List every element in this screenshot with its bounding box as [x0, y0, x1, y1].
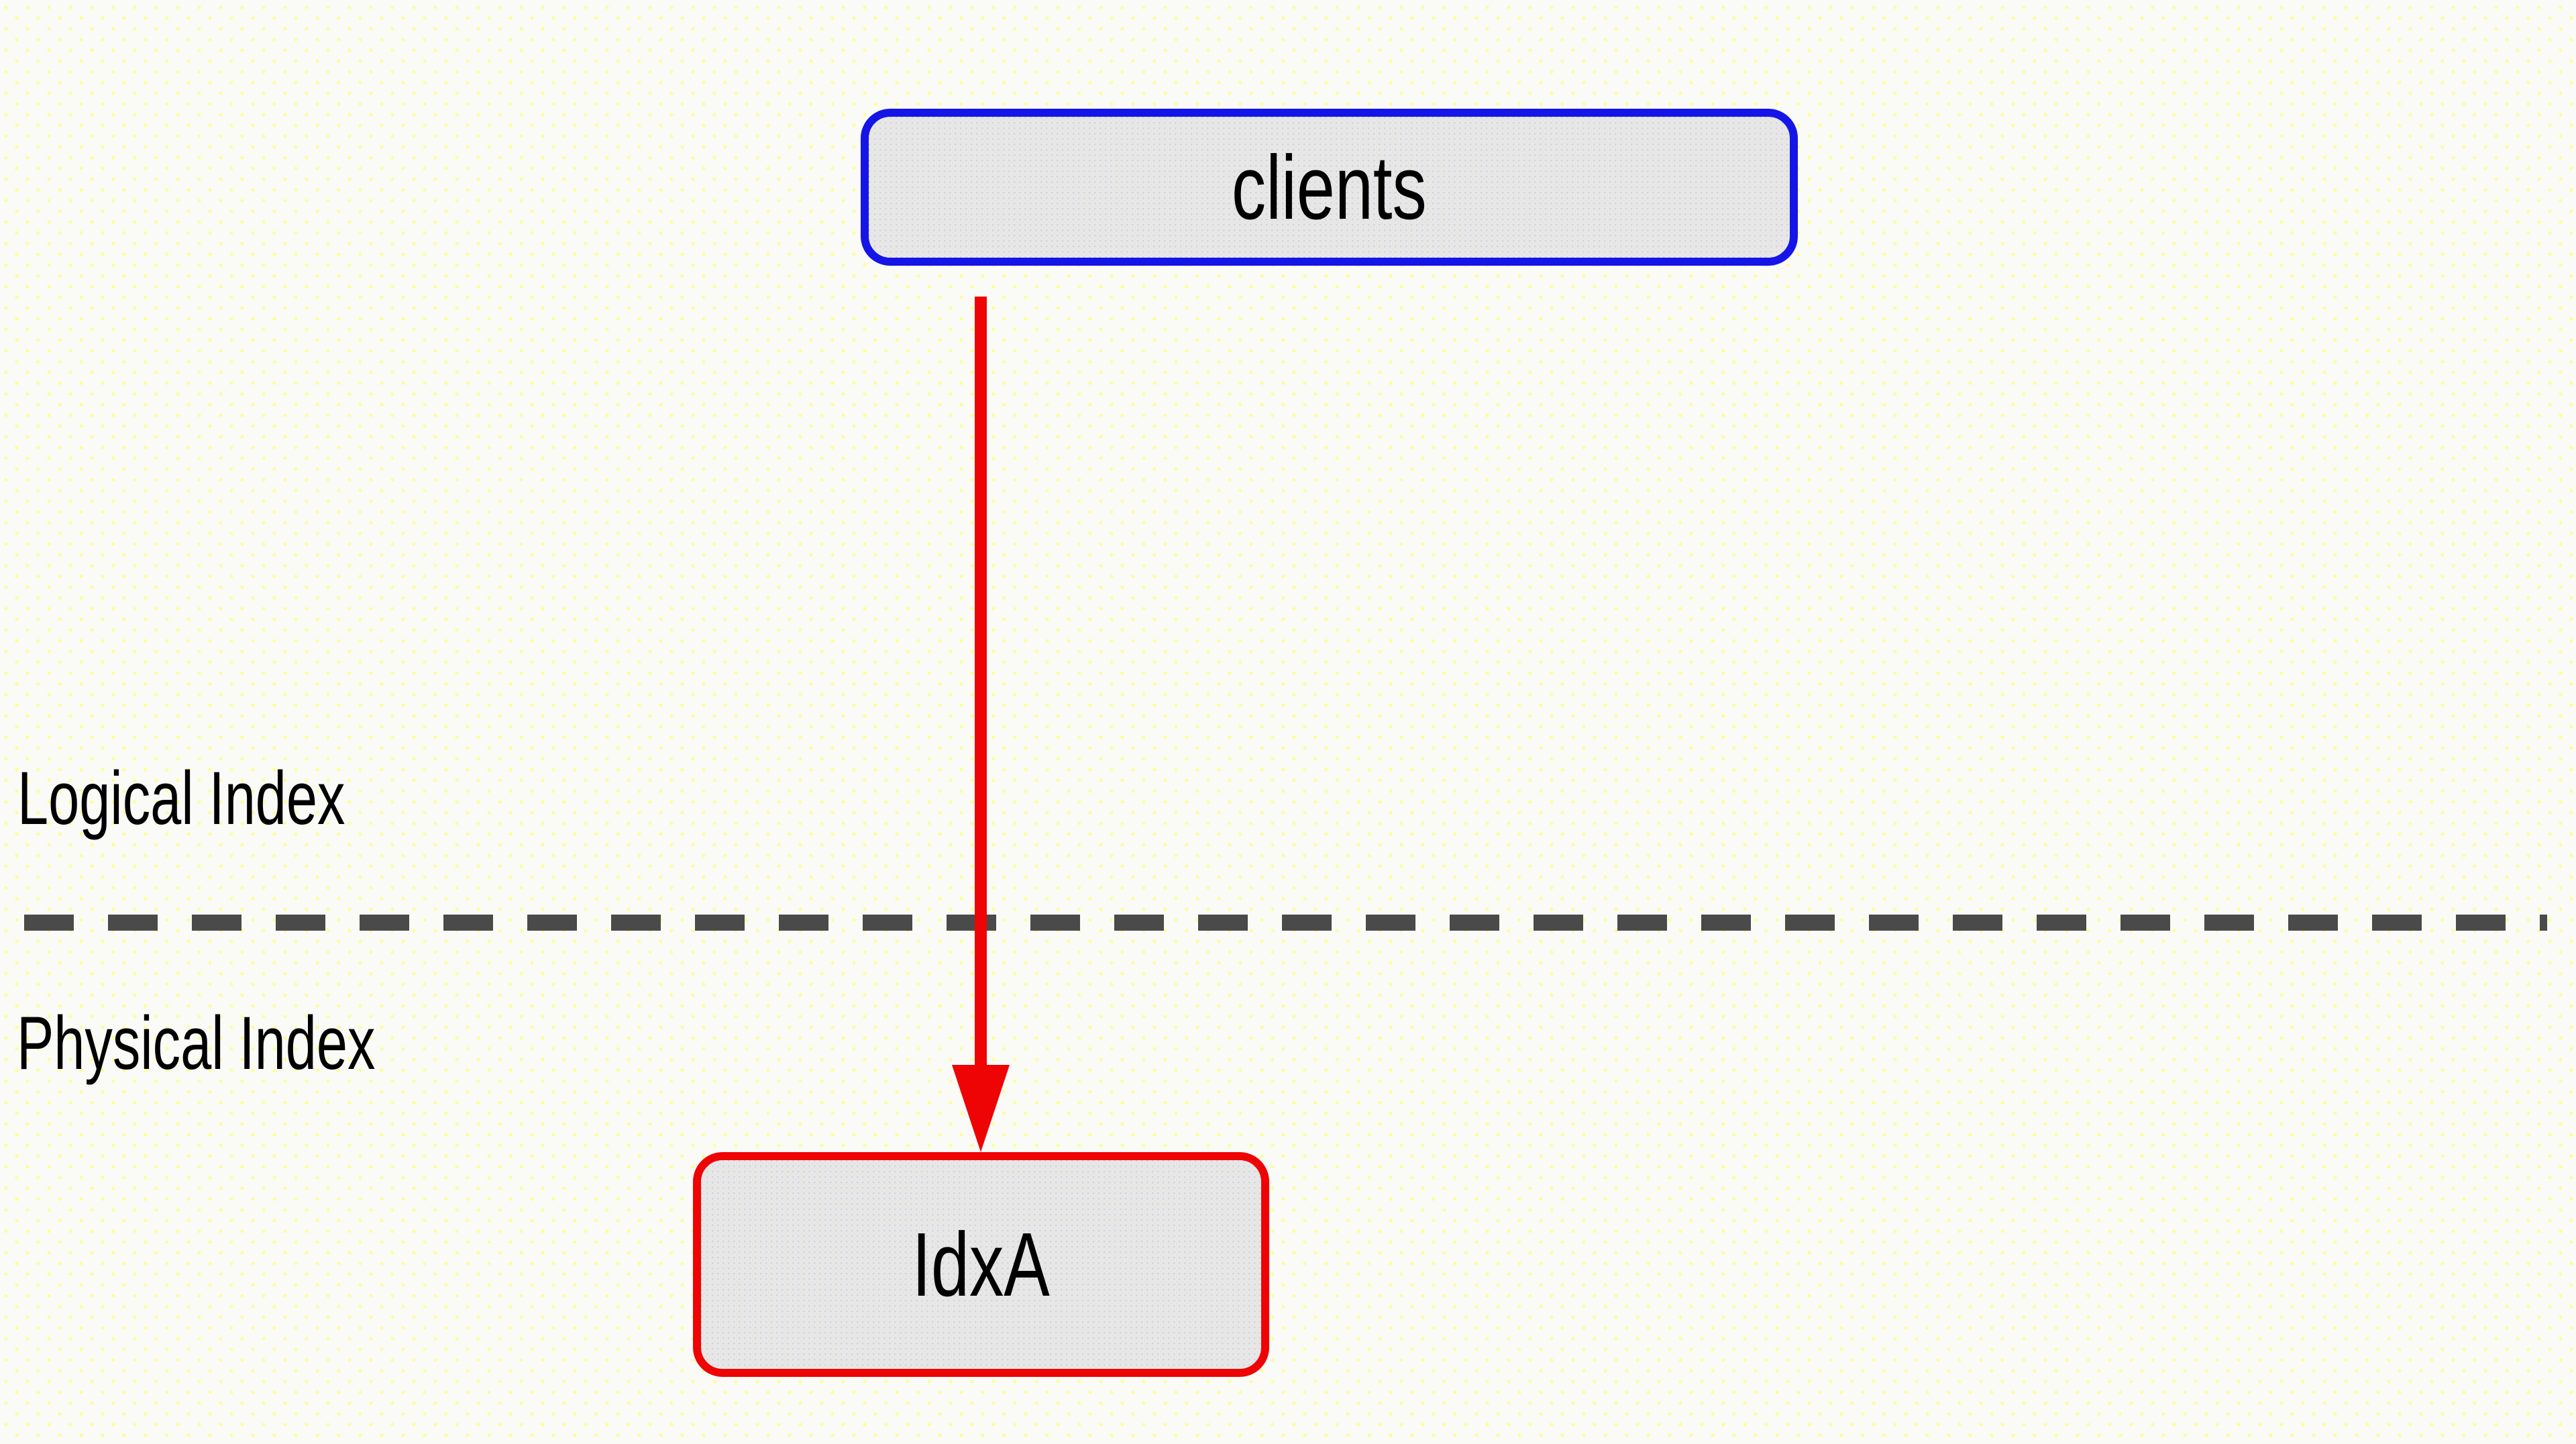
- edge-arrow-head-icon: [952, 1065, 1010, 1152]
- node-idxa: IdxA: [693, 1152, 1269, 1377]
- label-logical-index: Logical Index: [17, 761, 460, 836]
- node-clients-label: clients: [1232, 136, 1427, 238]
- node-idxa-label: IdxA: [912, 1214, 1051, 1315]
- region-divider-dashed-line: [24, 915, 2547, 931]
- node-clients: clients: [861, 109, 1798, 266]
- edge-arrow-shaft: [975, 297, 987, 1075]
- label-logical-index-text: Logical Index: [17, 756, 345, 840]
- label-physical-index: Physical Index: [17, 1006, 501, 1081]
- label-physical-index-text: Physical Index: [17, 1001, 376, 1085]
